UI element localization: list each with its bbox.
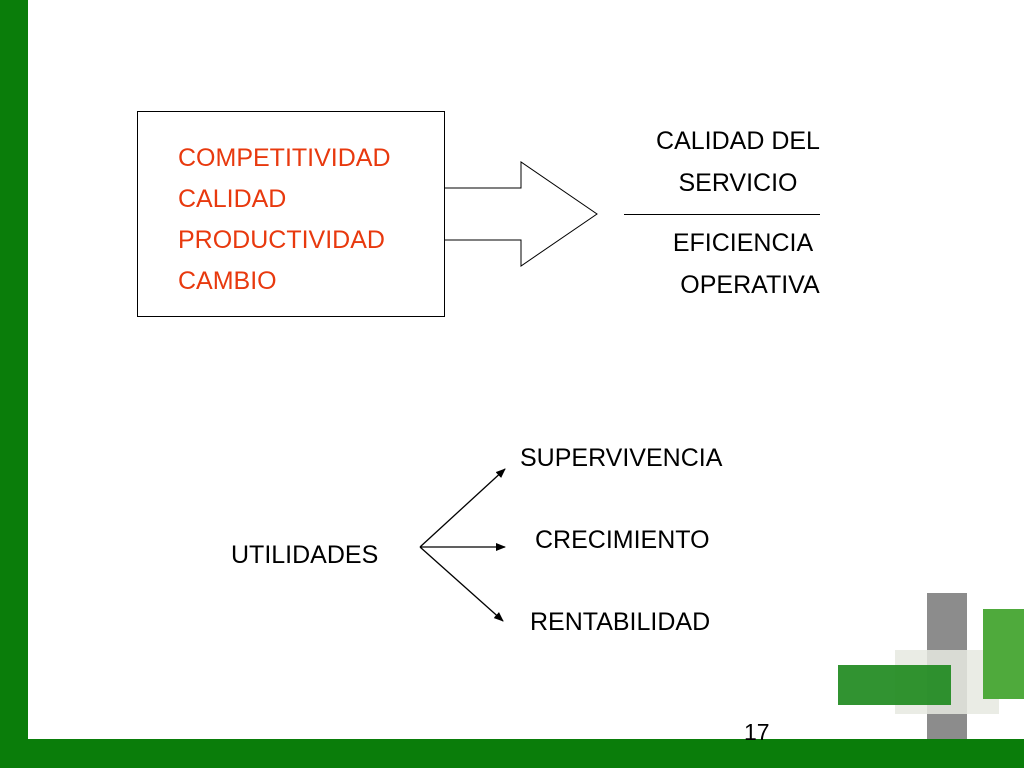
arrow-down [419, 546, 504, 622]
target-label: CRECIMIENTO [535, 526, 710, 554]
bottom-accent-bar [0, 739, 1024, 768]
factor-item: CAMBIO [178, 267, 277, 295]
denominator-line: OPERATIVA [680, 271, 820, 299]
page-number: 17 [744, 719, 770, 745]
target-label: RENTABILIDAD [530, 608, 711, 636]
deco-light-green-vertical [983, 609, 1024, 699]
deco-green-horizontal [838, 665, 951, 705]
source-label: UTILIDADES [231, 541, 379, 569]
factor-item: PRODUCTIVIDAD [178, 226, 385, 254]
factor-item: COMPETITIVIDAD [178, 144, 391, 172]
left-accent-bar [0, 0, 28, 768]
denominator-line: EFICIENCIA [672, 229, 814, 257]
arrow-up [419, 468, 506, 548]
numerator-line: SERVICIO [678, 169, 798, 197]
target-label: SUPERVIVENCIA [520, 444, 723, 472]
ratio-denominator: EFICIENCIA OPERATIVA [640, 222, 860, 306]
ratio-numerator: CALIDAD DEL SERVICIO [628, 120, 848, 204]
factors-list: COMPETITIVIDAD CALIDAD PRODUCTIVIDAD CAM… [178, 138, 391, 302]
numerator-line: CALIDAD DEL [656, 127, 820, 155]
factor-item: CALIDAD [178, 185, 287, 213]
block-arrow [444, 161, 598, 267]
